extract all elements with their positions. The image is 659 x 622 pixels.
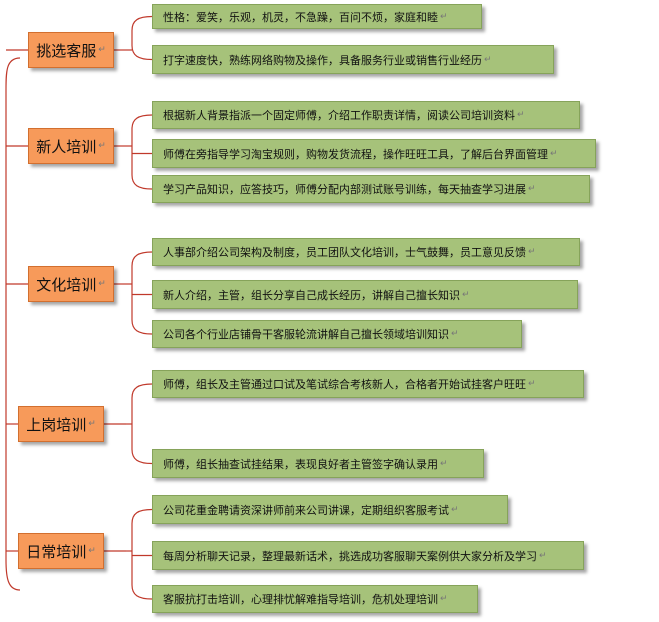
paragraph-mark-icon: ↵: [539, 550, 547, 561]
item-text: 学习产品知识，应答技巧，师傅分配内部测试账号训练，每天抽查学习进展: [163, 183, 526, 196]
item-text: 客服抗打击培训，心理排忧解难指导培训，危机处理培训: [163, 593, 438, 606]
item-text: 根据新人背景指派一个固定师傅，介绍工作职责详情，阅读公司培训资料: [163, 109, 515, 122]
category-label: 挑选客服: [36, 41, 97, 60]
connector-line: [131, 251, 153, 335]
item-box: 每周分析聊天记录，整理最新话术，挑选成功客服聊天案例供大家分析及学习↵: [152, 541, 584, 570]
paragraph-mark-icon: ↵: [98, 279, 106, 289]
item-box: 公司花重金聘请资深讲师前来公司讲课，定期组织客服考试↵: [152, 495, 508, 524]
paragraph-mark-icon: ↵: [440, 458, 448, 469]
item-text: 性格：爱笑，乐观，机灵，不急躁，百问不烦，家庭和睦: [163, 10, 438, 24]
category-onboarding-training: 上岗培训↵: [18, 406, 104, 442]
paragraph-mark-icon: ↵: [550, 148, 558, 159]
category-label: 新人培训: [36, 137, 97, 156]
paragraph-mark-icon: ↵: [440, 11, 448, 22]
item-box: 公司各个行业店铺骨干客服轮流讲解自己擅长领域培训知识↵: [152, 320, 522, 348]
item-text: 新人介绍，主管，组长分享自己成长经历，讲解自己擅长知识: [163, 288, 460, 302]
item-box: 人事部介绍公司架构及制度，员工团队文化培训，士气鼓舞，员工意见反馈↵: [152, 238, 580, 266]
item-text: 师傅，组长及主管通过口试及笔试综合考核新人，合格者开始试挂客户旺旺: [163, 378, 526, 391]
category-culture-training: 文化培训↵: [28, 266, 114, 302]
item-text: 师傅在旁指导学习淘宝规则，购物发货流程，操作旺旺工具，了解后台界面管理: [163, 147, 548, 161]
paragraph-mark-icon: ↵: [451, 504, 459, 515]
item-text: 每周分析聊天记录，整理最新话术，挑选成功客服聊天案例供大家分析及学习: [163, 549, 537, 563]
paragraph-mark-icon: ↵: [98, 141, 106, 151]
item-box: 新人介绍，主管，组长分享自己成长经历，讲解自己擅长知识↵: [152, 280, 578, 309]
paragraph-mark-icon: ↵: [517, 110, 525, 120]
category-label: 文化培训: [36, 275, 97, 294]
connector-line: [131, 15, 153, 61]
paragraph-mark-icon: ↵: [440, 594, 448, 604]
item-box: 根据新人背景指派一个固定师傅，介绍工作职责详情，阅读公司培训资料↵: [152, 101, 580, 129]
item-box: 师傅，组长抽查试挂结果，表现良好者主管签字确认录用↵: [152, 449, 484, 478]
item-text: 师傅，组长抽查试挂结果，表现良好者主管签字确认录用: [163, 457, 438, 471]
paragraph-mark-icon: ↵: [462, 289, 470, 300]
item-box: 客服抗打击培训，心理排忧解难指导培训，危机处理培训↵: [152, 585, 478, 613]
connector-line: [131, 383, 153, 465]
paragraph-mark-icon: ↵: [528, 379, 536, 389]
connector-line: [131, 114, 153, 190]
item-text: 公司花重金聘请资深讲师前来公司讲课，定期组织客服考试: [163, 503, 449, 517]
item-box: 师傅，组长及主管通过口试及笔试综合考核新人，合格者开始试挂客户旺旺↵: [152, 370, 584, 398]
category-label: 上岗培训: [26, 415, 87, 434]
paragraph-mark-icon: ↵: [451, 329, 459, 339]
paragraph-mark-icon: ↵: [98, 45, 106, 55]
connector-line: [5, 57, 21, 591]
connector-line: [131, 508, 153, 600]
category-newcomer-training: 新人培训↵: [28, 128, 114, 164]
item-box: 打字速度快，熟练网络购物及操作，具备服务行业或销售行业经历↵: [152, 45, 554, 74]
paragraph-mark-icon: ↵: [88, 546, 96, 556]
item-box: 学习产品知识，应答技巧，师傅分配内部测试账号训练，每天抽查学习进展↵: [152, 175, 590, 203]
paragraph-mark-icon: ↵: [88, 419, 96, 429]
category-select-staff: 挑选客服↵: [28, 32, 114, 68]
paragraph-mark-icon: ↵: [528, 184, 536, 194]
category-daily-training: 日常培训↵: [18, 533, 104, 569]
item-box: 性格：爱笑，乐观，机灵，不急躁，百问不烦，家庭和睦↵: [152, 4, 482, 29]
item-text: 打字速度快，熟练网络购物及操作，具备服务行业或销售行业经历: [163, 53, 482, 67]
item-text: 公司各个行业店铺骨干客服轮流讲解自己擅长领域培训知识: [163, 328, 449, 341]
paragraph-mark-icon: ↵: [528, 247, 536, 257]
item-box: 师傅在旁指导学习淘宝规则，购物发货流程，操作旺旺工具，了解后台界面管理↵: [152, 139, 596, 168]
category-label: 日常培训: [26, 542, 87, 561]
item-text: 人事部介绍公司架构及制度，员工团队文化培训，士气鼓舞，员工意见反馈: [163, 246, 526, 259]
paragraph-mark-icon: ↵: [484, 54, 492, 65]
